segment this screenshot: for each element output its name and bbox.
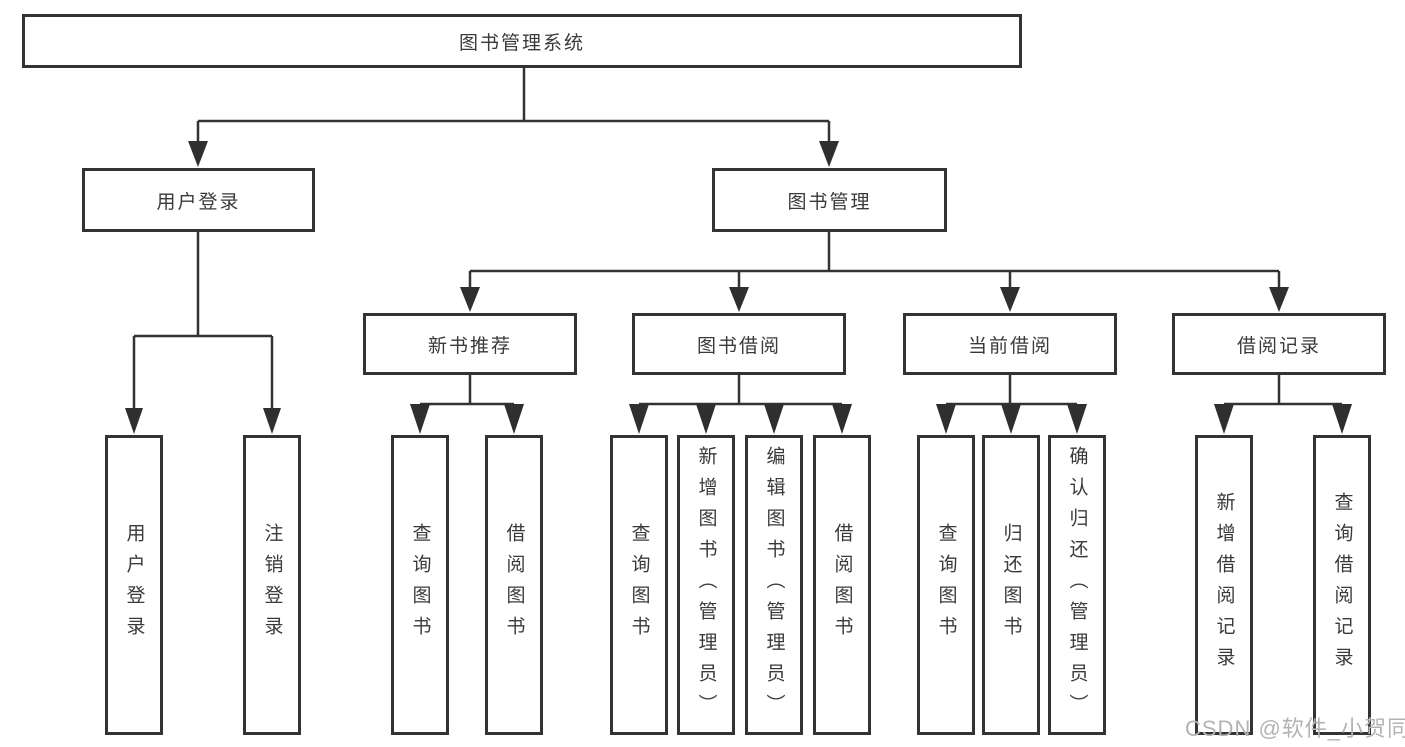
node-book-borrow: 图书借阅 — [632, 313, 846, 375]
leaf-current-return-books-label: 归还图书 — [1000, 523, 1022, 647]
connector-current-to-leaves — [946, 375, 1077, 406]
leaf-current-query-books: 查询图书 — [917, 435, 975, 735]
leaf-borrow-query-books-label: 查询图书 — [628, 523, 650, 647]
leaf-borrow-edit-books-admin: 编辑图书（管理员） — [745, 435, 803, 735]
leaf-logout-label: 注销登录 — [261, 523, 283, 647]
arrowheads-level2 — [188, 141, 839, 167]
leaf-borrow-add-books-admin: 新增图书（管理员） — [677, 435, 735, 735]
leaf-newbook-query-books-label: 查询图书 — [409, 523, 431, 647]
connector-root-to-level2 — [196, 68, 831, 144]
connector-userlogin-to-leaves — [132, 232, 274, 412]
connector-records-to-leaves — [1224, 375, 1342, 406]
leaf-records-query-borrow-record: 查询借阅记录 — [1313, 435, 1371, 735]
arrowheads-records-leaves — [1214, 404, 1352, 434]
leaf-current-query-books-label: 查询图书 — [935, 523, 957, 647]
leaf-newbook-query-books: 查询图书 — [391, 435, 449, 735]
leaf-logout: 注销登录 — [243, 435, 301, 735]
leaf-borrow-borrow-books: 借阅图书 — [813, 435, 871, 735]
leaf-user-login: 用户登录 — [105, 435, 163, 735]
leaf-borrow-edit-books-admin-label: 编辑图书（管理员） — [763, 445, 785, 725]
arrowheads-current-leaves — [936, 404, 1087, 434]
arrowheads-borrow-leaves — [629, 404, 852, 434]
csdn-watermark: CSDN @软件_小贺同学 — [1185, 716, 1405, 741]
arrowheads-level3 — [460, 287, 1289, 312]
connector-bookmgmt-to-level3 — [468, 232, 1281, 290]
leaf-records-add-borrow-record: 新增借阅记录 — [1195, 435, 1253, 735]
leaf-borrow-query-books: 查询图书 — [610, 435, 668, 735]
node-borrow-records: 借阅记录 — [1172, 313, 1386, 375]
leaf-newbook-borrow-books: 借阅图书 — [485, 435, 543, 735]
leaf-current-return-books: 归还图书 — [982, 435, 1040, 735]
arrowheads-newbook-leaves — [410, 404, 524, 434]
node-book-management: 图书管理 — [712, 168, 947, 232]
leaf-records-add-borrow-record-label: 新增借阅记录 — [1213, 492, 1235, 678]
node-new-book-recommend: 新书推荐 — [363, 313, 577, 375]
node-user-login: 用户登录 — [82, 168, 315, 232]
connector-borrow-to-leaves — [639, 375, 842, 406]
leaf-user-login-label: 用户登录 — [123, 523, 145, 647]
connector-newbook-to-leaves — [420, 375, 514, 406]
leaf-current-confirm-return-admin-label: 确认归还（管理员） — [1066, 445, 1088, 725]
leaf-borrow-borrow-books-label: 借阅图书 — [831, 523, 853, 647]
leaf-newbook-borrow-books-label: 借阅图书 — [503, 523, 525, 647]
arrowheads-userlogin-leaves — [125, 408, 281, 434]
node-current-borrow: 当前借阅 — [903, 313, 1117, 375]
leaf-records-query-borrow-record-label: 查询借阅记录 — [1331, 492, 1353, 678]
leaf-borrow-add-books-admin-label: 新增图书（管理员） — [695, 445, 717, 725]
leaf-current-confirm-return-admin: 确认归还（管理员） — [1048, 435, 1106, 735]
node-library-system: 图书管理系统 — [22, 14, 1022, 68]
